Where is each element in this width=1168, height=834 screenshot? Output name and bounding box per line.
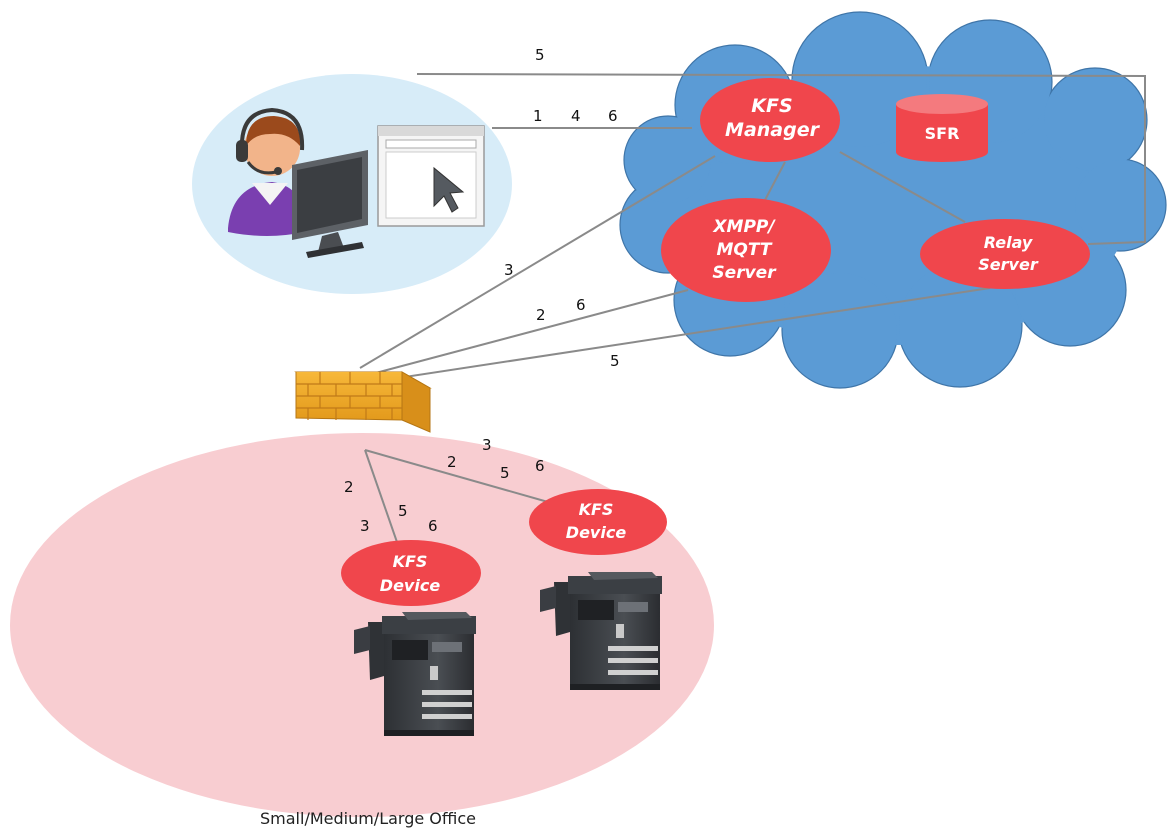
link-user-relay	[416, 73, 1146, 245]
browser-window-icon	[377, 125, 485, 227]
link-firewall-device-right	[364, 449, 549, 503]
printer-icon	[354, 612, 476, 736]
link-firewall-relay	[371, 287, 991, 383]
step-label: 3	[360, 517, 370, 535]
kfs-manager-node: KFS Manager	[700, 78, 840, 162]
xmpp-mqtt-server-node: XMPP/ MQTT Server	[661, 198, 831, 302]
link-manager-relay	[839, 151, 966, 223]
relay-server-node: Relay Server	[920, 219, 1090, 289]
step-label: 1	[533, 107, 543, 125]
printer-icon	[540, 572, 662, 690]
step-label: 5	[535, 46, 545, 64]
node-label: MQTT	[717, 240, 773, 260]
step-label: 5	[398, 502, 408, 520]
node-label: SFR	[925, 124, 960, 143]
node-label: Manager	[725, 119, 821, 141]
step-label: 6	[576, 296, 586, 314]
kfs-device-right-node: KFS Device	[529, 489, 667, 555]
computer-monitor-icon	[292, 150, 368, 258]
step-label: 3	[504, 261, 514, 279]
step-label: 4	[571, 107, 581, 125]
kfs-device-left-node: KFS Device	[341, 540, 481, 606]
step-label: 6	[428, 517, 438, 535]
sfr-database-icon: SFR	[896, 94, 988, 162]
office-caption: Small/Medium/Large Office	[260, 809, 476, 828]
step-label: 5	[500, 464, 510, 482]
node-label: Server	[978, 255, 1039, 274]
node-label: KFS	[393, 552, 428, 571]
step-label: 6	[608, 107, 618, 125]
user-operator-icon	[228, 107, 305, 236]
link-manager-xmpp	[764, 161, 786, 201]
node-label: Device	[566, 523, 627, 542]
connection-lines	[359, 73, 1146, 546]
link-firewall-device-left	[364, 449, 399, 546]
firewall-icon	[294, 371, 432, 433]
node-label: Server	[712, 263, 777, 283]
node-label: Relay	[984, 233, 1033, 252]
step-label: 2	[344, 478, 354, 496]
step-label: 6	[535, 457, 545, 475]
link-firewall-manager	[359, 155, 716, 369]
node-label: KFS	[751, 95, 792, 117]
step-label: 5	[610, 352, 620, 370]
link-firewall-xmpp	[367, 289, 689, 376]
node-label: KFS	[579, 500, 614, 519]
node-label: XMPP/	[712, 217, 776, 237]
node-label: Device	[380, 576, 441, 595]
step-label: 2	[536, 306, 546, 324]
step-label: 3	[482, 436, 492, 454]
step-label: 2	[447, 453, 457, 471]
